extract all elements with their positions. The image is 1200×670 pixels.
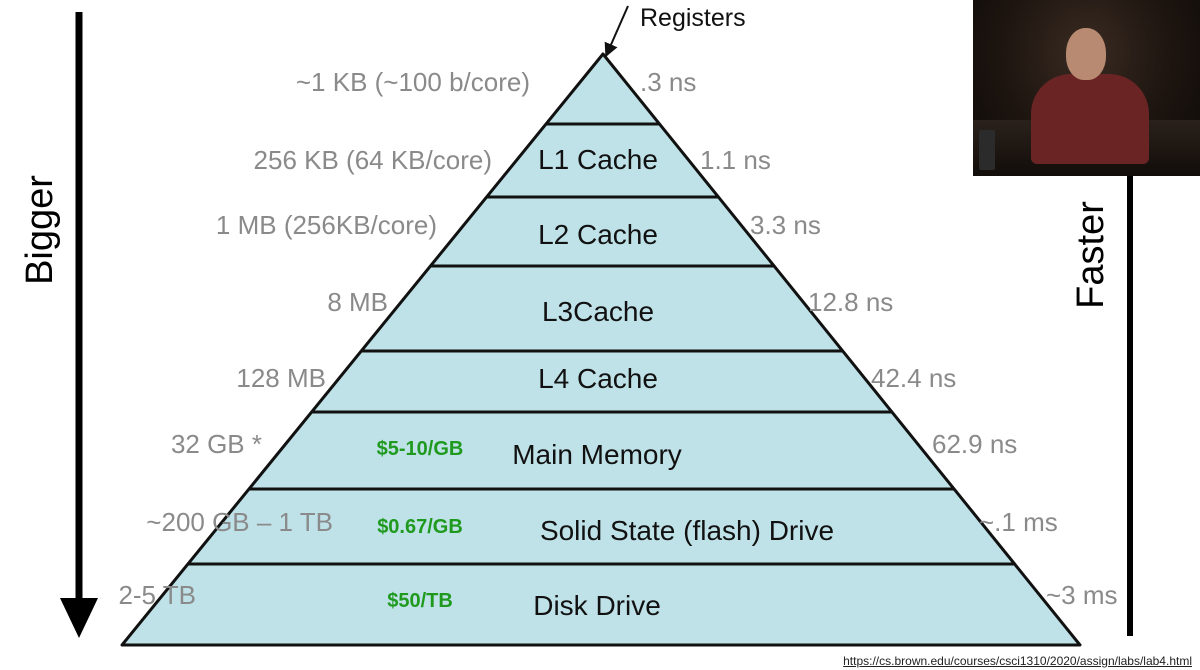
level-2-name: L1 Cache [538, 144, 658, 175]
level-8-name: Disk Drive [533, 590, 661, 621]
webcam-person-head [1066, 28, 1106, 80]
level-6-latency: 62.9 ns [932, 429, 1017, 459]
level-8-size: 2-5 TB [118, 580, 196, 610]
bigger-label: Bigger [19, 175, 61, 285]
memory-pyramid [120, 52, 1082, 647]
level-8-latency: ~3 ms [1046, 580, 1118, 610]
level-3-latency: 3.3 ns [750, 210, 821, 240]
level-6-price: $5-10/GB [377, 438, 464, 460]
level-4-latency: 12.8 ns [808, 287, 893, 317]
webcam-video [973, 0, 1200, 176]
level-7-size: ~200 GB – 1 TB [146, 507, 333, 537]
registers-pointer [604, 5, 629, 58]
level-7-price: $0.67/GB [377, 516, 463, 538]
level-3-size: 1 MB (256KB/core) [216, 210, 437, 240]
level-7-name: Solid State (flash) Drive [540, 515, 834, 546]
level-2-size: 256 KB (64 KB/core) [254, 145, 492, 175]
faster-label: Faster [1070, 201, 1112, 309]
bigger-arrow-head [60, 598, 98, 638]
level-5-size: 128 MB [236, 363, 326, 393]
source-link[interactable]: https://cs.brown.edu/courses/csci1310/20… [843, 654, 1192, 668]
level-5-name: L4 Cache [538, 363, 658, 394]
webcam-person-body [1031, 74, 1149, 164]
level-3-name: L2 Cache [538, 219, 658, 250]
level-8-price: $50/TB [387, 590, 453, 612]
level-5-latency: 42.4 ns [871, 363, 956, 393]
level-6-size: 32 GB * [171, 429, 262, 459]
level-1-latency: .3 ns [640, 67, 696, 97]
level-1-size: ~1 KB (~100 b/core) [296, 67, 530, 97]
webcam-device [979, 130, 995, 170]
registers-label: Registers [640, 4, 746, 32]
level-7-latency: ~.1 ms [979, 507, 1058, 537]
level-2-latency: 1.1 ns [700, 145, 771, 175]
level-4-name: L3Cache [542, 296, 654, 327]
level-6-name: Main Memory [512, 439, 682, 470]
level-4-size: 8 MB [327, 287, 388, 317]
